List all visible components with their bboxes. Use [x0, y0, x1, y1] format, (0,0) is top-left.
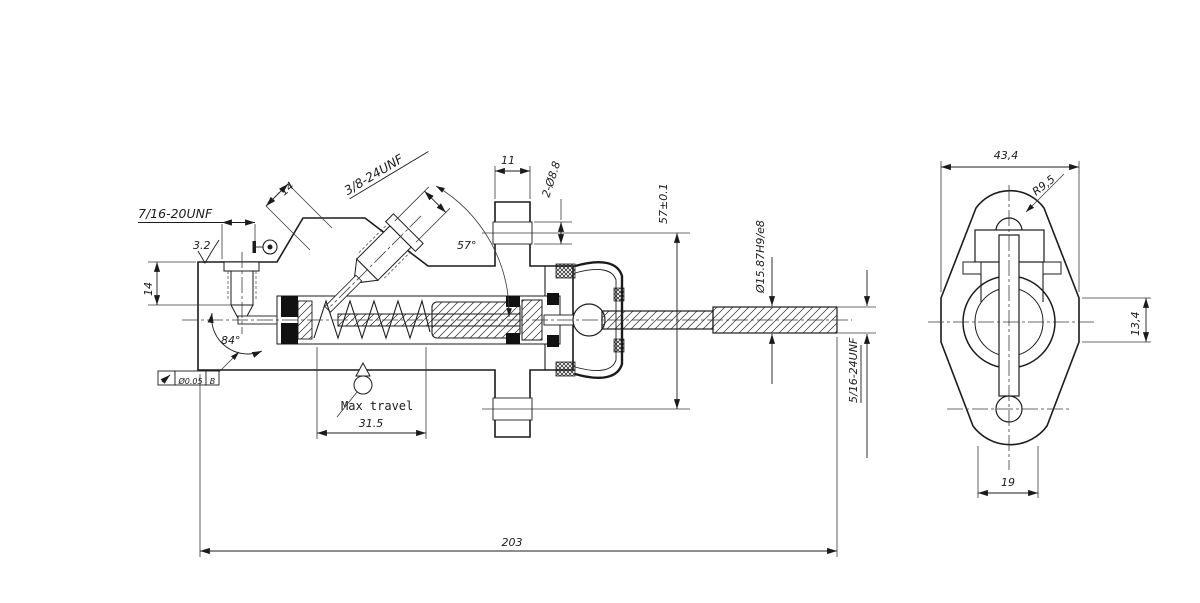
dim-flange-thickness: 11 [494, 154, 531, 199]
dim-mounting-holes: 2-Ø8.8 [534, 160, 572, 245]
coil-spring [313, 299, 431, 340]
dim-flange-width: 43,4 [940, 149, 1080, 292]
port-angle-value: 57° [457, 239, 477, 252]
dim-boss-width: 19 [977, 446, 1039, 498]
datum-symbol [336, 361, 373, 418]
dim-port-angle: 57° [435, 185, 512, 318]
runout-datum-ref: B [210, 377, 216, 386]
roughness-icon [197, 239, 220, 264]
reservoir-depth-value: 14 [142, 282, 155, 296]
overall-length-value: 203 [502, 536, 523, 549]
retainer-tab-right [1042, 261, 1062, 275]
seat-angle-value: 84° [221, 334, 241, 347]
dim-side-flat: 13,4 [1082, 297, 1151, 343]
reservoir-thread-label: 7/16-20UNF [138, 206, 213, 221]
dim-seat-angle: 84° [207, 312, 263, 358]
dim-max-travel: Max travel 31.5 [316, 347, 427, 439]
secondary-seal-bottom [506, 333, 520, 344]
outlet-length-value: 14 [278, 179, 297, 198]
outlet-port [324, 186, 451, 313]
travel-value: 31.5 [359, 417, 384, 430]
hole-spacing-value: 57±0.1 [657, 183, 670, 224]
dim-hole-spacing: 57±0.1 [657, 183, 681, 409]
feature-control-frame: Ø0.05 B [157, 351, 240, 386]
runout-symbol-icon [160, 374, 171, 384]
rod-thread-label: 5/16-24UNF [847, 337, 860, 403]
runout-tolerance-value: Ø0.05 [177, 376, 202, 386]
dim-surface-roughness: 3.2 [193, 239, 220, 264]
dim-reservoir-depth: 14 [142, 261, 230, 306]
travel-label: Max travel [341, 399, 413, 413]
section-view: 7/16-20UNF 3.2 14 84° [138, 151, 876, 557]
side-flat-value: 13,4 [1129, 312, 1142, 337]
roughness-value: 3.2 [193, 239, 211, 252]
datum-target-icon [262, 239, 278, 255]
primary-seal-top [281, 296, 298, 317]
end-view: 43,4 R9,5 13,4 19 [928, 149, 1151, 498]
dim-lobe-radius: R9,5 [1025, 173, 1065, 213]
boss-width-value: 19 [1001, 476, 1015, 489]
cap-seal-bottom [547, 335, 559, 347]
cap-seal-top [547, 293, 559, 305]
outlet-thread-label: 3/8-24UNF [341, 151, 406, 198]
dim-rod-diameter: Ø15.87H9/e8 [754, 220, 776, 384]
dim-overall-length: 203 [199, 337, 838, 557]
primary-seal-bottom [281, 323, 298, 344]
mounting-holes-value: 2-Ø8.8 [539, 160, 563, 199]
reservoir-port [223, 252, 278, 334]
rod-diameter-value: Ø15.87H9/e8 [754, 220, 767, 294]
flange-thickness-value: 11 [501, 154, 515, 167]
flange-width-value: 43,4 [994, 149, 1019, 162]
retainer-tab-left [962, 261, 982, 275]
dim-reservoir-thread: 7/16-20UNF [138, 206, 278, 259]
dim-rod-thread: 5/16-24UNF [838, 270, 876, 458]
flange-outline [940, 189, 1080, 446]
secondary-seal-top [506, 296, 520, 307]
